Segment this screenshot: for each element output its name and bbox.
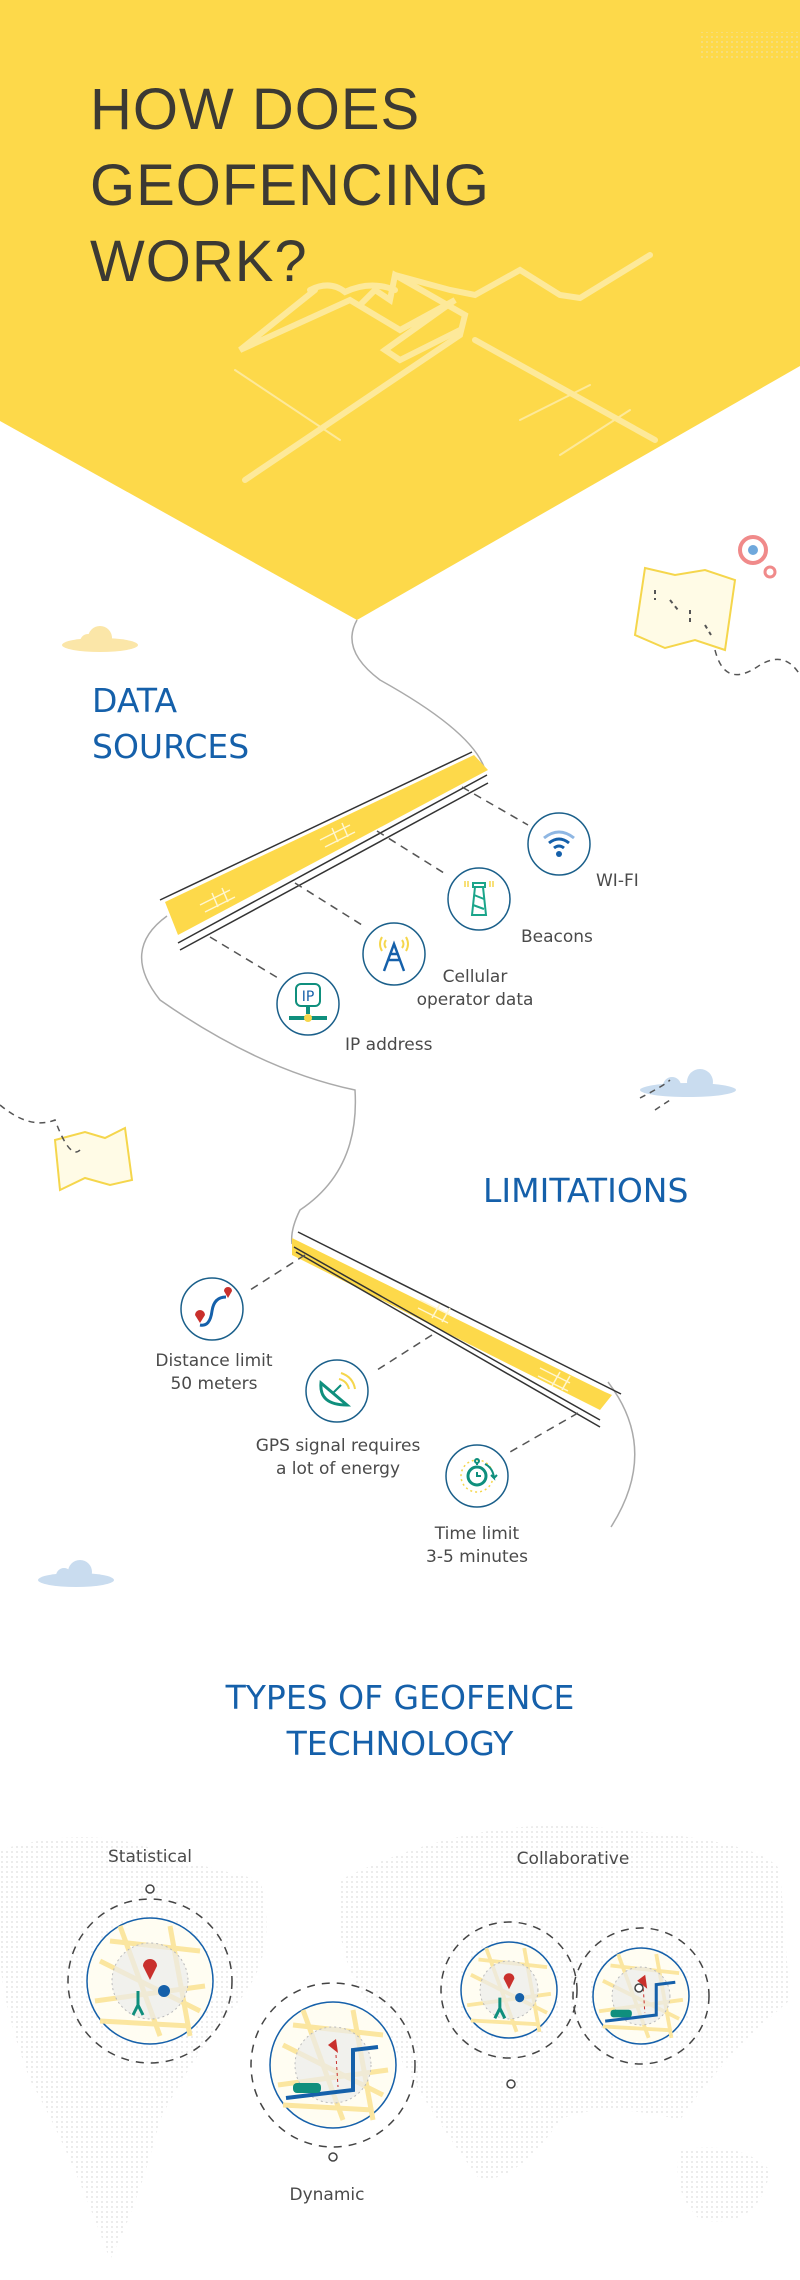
statistical-geofence <box>67 1898 233 2064</box>
connector-node <box>328 2152 338 2162</box>
type-label-dynamic: Dynamic <box>289 2185 365 2205</box>
route-line <box>605 1980 676 2023</box>
road-data-sources <box>159 751 489 951</box>
title-line: GEOFENCING <box>90 153 490 218</box>
person-icon <box>131 1991 145 2016</box>
route-pins-icon <box>180 1277 244 1341</box>
source-label-cellular: Cellular operator data <box>417 966 534 1012</box>
chat-bubble-icon <box>515 1993 525 2003</box>
cloud-icon <box>62 626 138 652</box>
dynamic-geofence <box>250 1982 416 2148</box>
wifi-icon <box>527 812 591 876</box>
cloud-icon <box>38 1560 114 1587</box>
alert-flag-icon <box>328 2039 338 2053</box>
connector-node <box>145 1884 155 1894</box>
label-line: Cellular <box>442 967 508 987</box>
person-icon <box>493 1997 507 2019</box>
svg-text:IP: IP <box>302 989 315 1005</box>
limitation-label-gps: GPS signal requires a lot of energy <box>256 1435 421 1481</box>
heading-line: DATA <box>92 681 178 720</box>
types-heading: TYPES OF GEOFENCE TECHNOLOGY <box>0 1675 800 1767</box>
collaborative-geofence-a <box>440 1921 578 2059</box>
title-line: HOW DOES <box>90 77 421 142</box>
location-pin-icon <box>143 1959 157 1980</box>
heading-line: SOURCES <box>92 727 250 766</box>
label-line: a lot of energy <box>275 1459 401 1479</box>
alert-flag-icon <box>637 1974 648 1989</box>
limitation-label-time: Time limit 3-5 minutes <box>426 1523 528 1569</box>
limitation-label-distance: Distance limit 50 meters <box>155 1350 272 1396</box>
cell-tower-icon <box>362 922 426 986</box>
data-sources-heading: DATA SOURCES <box>92 678 249 770</box>
heading-line: TYPES OF GEOFENCE <box>225 1678 575 1717</box>
limitations-heading: LIMITATIONS <box>483 1171 689 1210</box>
label-line: Distance limit <box>155 1351 273 1371</box>
connector-node <box>506 2079 516 2089</box>
source-label-wifi: WI-FI <box>596 871 639 891</box>
route-line <box>285 2045 379 2100</box>
target-icon <box>738 535 777 579</box>
heading-line: TECHNOLOGY <box>286 1724 514 1763</box>
folded-map-icon <box>633 566 737 652</box>
cloud-icon <box>640 1069 736 1097</box>
label-line: 50 meters <box>170 1374 258 1394</box>
stopwatch-icon <box>445 1444 509 1508</box>
folded-map-icon <box>53 1126 134 1192</box>
car-icon <box>610 2009 632 2018</box>
label-line: GPS signal requires <box>255 1436 421 1456</box>
source-label-ip: IP address <box>345 1035 433 1055</box>
ip-network-icon: IP <box>276 972 340 1036</box>
label-line: 3-5 minutes <box>426 1547 528 1567</box>
satellite-dish-icon <box>305 1359 369 1423</box>
connector-node <box>634 1983 644 1993</box>
location-pin-icon <box>503 1973 515 1990</box>
header-road-graphic <box>234 252 658 483</box>
header-banner <box>0 0 800 620</box>
chat-bubble-icon <box>158 1985 170 1997</box>
lighthouse-icon <box>447 867 511 931</box>
label-line: Time limit <box>434 1524 520 1544</box>
road-limitations <box>292 1231 622 1428</box>
source-label-beacons: Beacons <box>521 927 593 947</box>
type-label-collaborative: Collaborative <box>516 1849 630 1869</box>
winding-path <box>140 619 636 1528</box>
collaborative-geofence-b <box>572 1927 710 2065</box>
title-line: WORK? <box>90 229 308 294</box>
page-title: HOW DOES GEOFENCING WORK? <box>90 72 490 300</box>
type-label-statistical: Statistical <box>108 1847 192 1867</box>
label-line: operator data <box>416 990 534 1010</box>
car-icon <box>293 2083 321 2093</box>
